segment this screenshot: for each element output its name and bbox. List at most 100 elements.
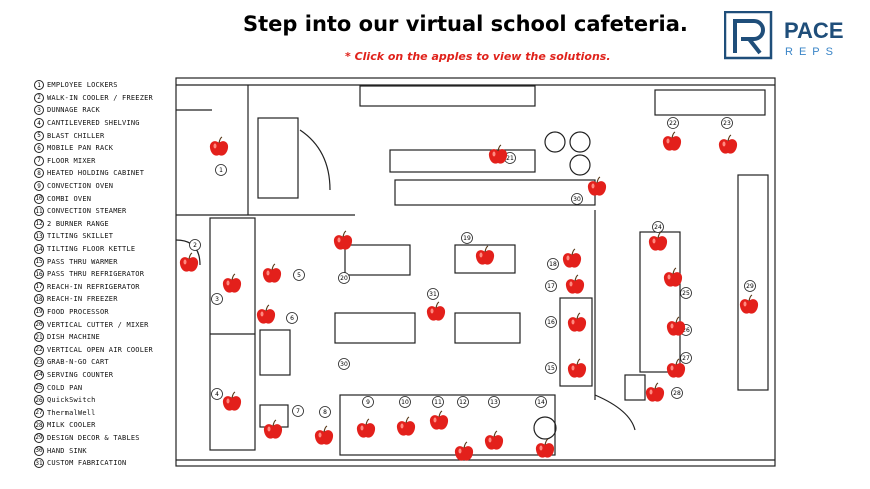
apple-shine [591, 183, 595, 189]
legend-label: CONVECTION OVEN [47, 182, 114, 191]
apple-shine [488, 437, 492, 443]
plan-tag-number: 7 [296, 408, 300, 415]
apple-icon[interactable] [454, 441, 474, 461]
apple-shine [213, 143, 217, 149]
legend-number: 5 [34, 130, 44, 141]
apple-icon[interactable] [535, 438, 555, 458]
plan-tag-number: 18 [549, 261, 557, 268]
apple-body [666, 363, 686, 378]
plan-tag-circle [488, 396, 500, 408]
prep-table-19 [454, 244, 516, 274]
apple-icon[interactable] [429, 410, 449, 430]
apple-icon[interactable] [263, 419, 283, 439]
apple-body [645, 387, 665, 402]
apple-stem [405, 416, 410, 424]
apple-icon[interactable] [488, 144, 508, 164]
apple-icon[interactable] [567, 312, 587, 332]
plan-tag-circle [671, 387, 683, 399]
plan-tag-number: 10 [401, 399, 409, 406]
apple-icon[interactable] [567, 358, 587, 378]
apple-shine [337, 237, 341, 243]
legend-number: 1 [34, 80, 44, 91]
apple-icon[interactable] [648, 231, 668, 251]
legend-number: 31 [34, 458, 44, 469]
apple-markers[interactable] [179, 131, 759, 461]
apple-body [535, 443, 555, 458]
apple-body [426, 306, 446, 321]
legend-number: 14 [34, 244, 44, 255]
plan-tag-number: 6 [290, 315, 294, 322]
apple-icon[interactable] [209, 136, 229, 156]
apple-icon[interactable] [562, 248, 582, 268]
apple-body [263, 424, 283, 439]
apple-icon[interactable] [256, 304, 276, 324]
prep-table-20 [344, 244, 411, 276]
apple-icon[interactable] [739, 294, 759, 314]
apple-shine [183, 259, 187, 265]
apple-shine [571, 319, 575, 325]
legend-number: 24 [34, 369, 44, 380]
plan-tag-circle [189, 239, 201, 251]
plan-tag-number: 12 [459, 399, 467, 406]
plan-tag-number: 26 [682, 327, 690, 334]
apple-icon[interactable] [718, 134, 738, 154]
apple-shine [722, 141, 726, 147]
plan-tag-circle [545, 280, 557, 292]
apple-icon[interactable] [222, 391, 242, 411]
apple-body [484, 435, 504, 450]
apple-body [567, 317, 587, 332]
apple-icon[interactable] [662, 131, 682, 151]
legend-label: REACH-IN REFRIGERATOR [47, 282, 140, 291]
plan-tag-circle [362, 396, 374, 408]
legend-label: HAND SINK [47, 446, 87, 455]
apple-body [567, 363, 587, 378]
apple-body [718, 139, 738, 154]
plan-tag-number: 9 [366, 399, 370, 406]
apple-body [739, 299, 759, 314]
apple-body [454, 446, 474, 461]
apple-icon[interactable] [396, 416, 416, 436]
apple-icon[interactable] [666, 358, 686, 378]
apple-icon[interactable] [333, 230, 353, 250]
apple-icon[interactable] [645, 382, 665, 402]
apple-icon[interactable] [426, 301, 446, 321]
apple-icon[interactable] [356, 418, 376, 438]
apple-icon[interactable] [314, 425, 334, 445]
legend-number: 7 [34, 155, 44, 166]
apple-shine [400, 423, 404, 429]
kettle [533, 416, 557, 440]
apple-icon[interactable] [565, 274, 585, 294]
apple-icon[interactable] [666, 316, 686, 336]
apple-icon[interactable] [222, 273, 242, 293]
plan-tag-circle [721, 117, 733, 129]
apple-body [209, 141, 229, 156]
apple-shine [433, 417, 437, 423]
plan-tag-circle [461, 232, 473, 244]
apple-icon[interactable] [484, 430, 504, 450]
prep-table-30 [334, 312, 416, 344]
apple-body [562, 253, 582, 268]
trash-bin-b [569, 131, 591, 153]
legend-label: COMBI OVEN [47, 194, 92, 203]
plan-tag-circle [744, 280, 756, 292]
apple-icon[interactable] [587, 176, 607, 196]
pace-reps-logo[interactable]: PACE REPS [724, 11, 864, 63]
apple-icon[interactable] [262, 263, 282, 283]
door-swing-vestibule [299, 129, 331, 191]
apple-shine [666, 138, 670, 144]
apple-icon[interactable] [179, 252, 199, 272]
apple-icon[interactable] [663, 267, 683, 287]
apple-body [333, 235, 353, 250]
apple-icon[interactable] [475, 245, 495, 265]
apple-stem [672, 267, 677, 275]
